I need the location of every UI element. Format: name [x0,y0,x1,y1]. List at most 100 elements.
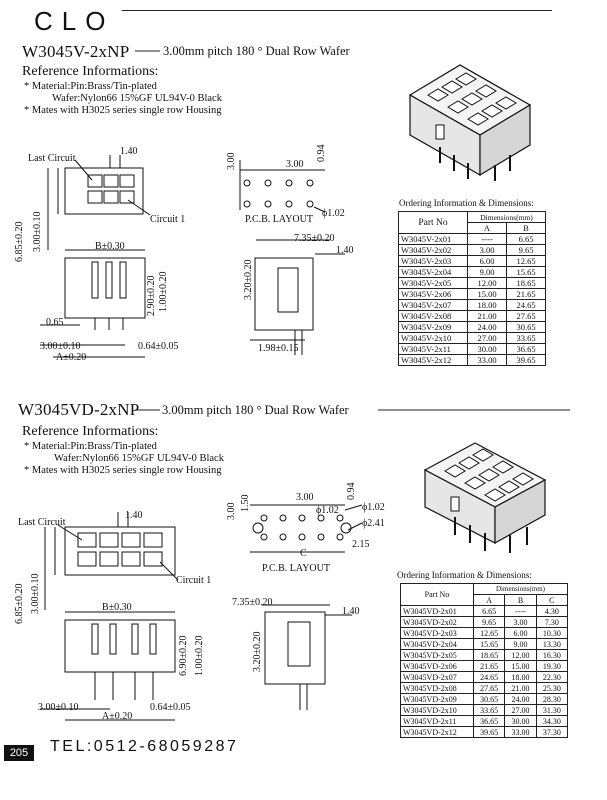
s2-cell-dim: 24.00 [504,693,537,705]
s2-side-view-drawing [262,604,352,710]
s2-cell-part-no: W3045VD-2x02 [400,616,474,628]
section2-ref-mates: * Mates with H3025 series single row Hou… [24,465,222,476]
s1-side-dim-735: 7.35±0.20 [294,233,335,244]
s1-dim-685: 6.85±0.20 [14,221,25,263]
s2-pcb-dim-102a: ϕ1.02 [316,505,339,516]
s2-cell-dim: 24.65 [472,671,506,683]
section2-model-title: W3045VD-2xNP [18,400,140,419]
s2-cell-dim: 27.00 [504,704,537,716]
s1-cell-dim: 33.65 [506,332,546,344]
s2-cell-dim: 9.65 [472,616,506,628]
s1-dim-064: 0.64±0.05 [138,341,179,352]
section2-title-rule [135,409,570,411]
s1-th-dims: Dimensions(mm) [467,211,546,223]
s2-cell-part-no: W3045VD-2x12 [400,726,474,738]
s1-dim-300c: 3.00±0.10 [40,341,81,352]
s1-cell-dim: 30.00 [467,343,507,355]
s2-dim-140: 1.40 [125,510,143,521]
s2-pcb-caption: P.C.B. LAYOUT [262,563,330,574]
s1-cell-dim: 18.00 [467,299,507,311]
s2-cell-dim: 7.30 [535,616,569,628]
s1-pcb-layout-drawing [239,160,326,213]
s1-cell-dim: 33.00 [467,354,507,366]
s1-cell-part-no: W3045V-2x12 [398,354,468,366]
s2-dim-685: 6.85±0.20 [14,583,25,625]
s2-pcb-dim-c: C [300,548,307,559]
s1-cell-dim: 18.65 [506,277,546,289]
s1-cell-part-no: W3045V-2x03 [398,255,468,267]
s1-cell-dim: 21.65 [506,288,546,300]
s2-th-b: B [504,594,537,606]
s1-cell-dim: 24.65 [506,299,546,311]
s1-label-circuit1: Circuit 1 [150,214,186,225]
s2-cell-dim: 10.30 [535,627,569,639]
s1-cell-dim: 12.00 [467,277,507,289]
s2-cell-dim: 9.00 [504,638,537,650]
s1-pcb-dim-300v: 3.00 [226,152,237,171]
s2-cell-dim: 16.30 [535,649,569,661]
s1-cell-dim: 9.00 [467,266,507,278]
s2-cell-part-no: W3045VD-2x03 [400,627,474,639]
s1-cell-dim: 6.00 [467,255,507,267]
s1-dim-140: 1.40 [120,146,138,157]
s1-cell-dim: 21.00 [467,310,507,322]
s2-dim-690: 6.90±0.20 [178,635,189,677]
section1-connector-3d-image [408,64,532,181]
s1-cell-part-no: W3045V-2x08 [398,310,468,322]
s2-cell-part-no: W3045VD-2x01 [400,605,474,617]
s1-th-b: B [506,222,546,234]
footer-telephone: TEL:0512-68059287 [50,738,239,755]
s1-cell-part-no: W3045V-2x07 [398,299,468,311]
s2-dim-300b: 3.00±0.10 [30,573,41,615]
s1-cell-part-no: W3045V-2x10 [398,332,468,344]
s1-cell-dim: 36.65 [506,343,546,355]
s2-dim-a: A±0.20 [102,711,133,722]
brand-logo: CLO [34,6,115,36]
s1-ordering-title: Ordering Information & Dimensions: [399,198,534,208]
s2-th-dims: Dimensions(mm) [473,583,568,595]
s1-cell-dim: 15.00 [467,288,507,300]
s2-pcb-dim-300: 3.00 [296,492,314,503]
page-number: 205 [4,745,34,761]
section2-ref-material: * Material:Pin:Brass/Tin-plated [24,441,157,452]
s1-cell-dim: 6.65 [506,233,546,245]
s2-pcb-dim-150: 1.50 [240,494,251,513]
s1-ordering-table: Part No Dimensions(mm) A B W3045V-2x01--… [398,211,546,366]
s1-cell-part-no: W3045V-2x05 [398,277,468,289]
s2-cell-dim: 19.30 [535,660,569,672]
s2-cell-dim: 39.65 [472,726,506,738]
s1-dim-290: 2.90±0.20 [146,275,157,317]
s2-ordering-table: Part No Dimensions(mm) A B C W3045VD-2x0… [400,583,569,738]
s1-cell-dim: 24.00 [467,321,507,333]
s2-cell-dim: 21.00 [504,682,537,694]
s1-pcb-dim-102: ϕ1.02 [322,208,345,219]
s2-cell-dim: 6.00 [504,627,537,639]
s1-dim-065: 0.65 [46,317,64,328]
s2-cell-dim: 13.30 [535,638,569,650]
s2-dim-100: 1.00±0.20 [194,635,205,677]
s2-cell-dim: 15.00 [504,660,537,672]
s1-side-dim-140: 1.40 [336,245,354,256]
s1-cell-dim: 27.00 [467,332,507,344]
s2-cell-part-no: W3045VD-2x09 [400,693,474,705]
s2-side-dim-140: 1.40 [342,606,360,617]
s2-dim-064: 0.64±0.05 [150,702,191,713]
s1-label-last-circuit: Last Circuit [28,153,76,164]
s2-cell-dim: 4.30 [535,605,569,617]
s2-cell-part-no: W3045VD-2x10 [400,704,474,716]
s1-cell-dim: 15.65 [506,266,546,278]
section1-top-view-drawing [40,155,151,358]
s1-cell-dim: 3.00 [467,244,507,256]
s2-cell-dim: 18.00 [504,671,537,683]
